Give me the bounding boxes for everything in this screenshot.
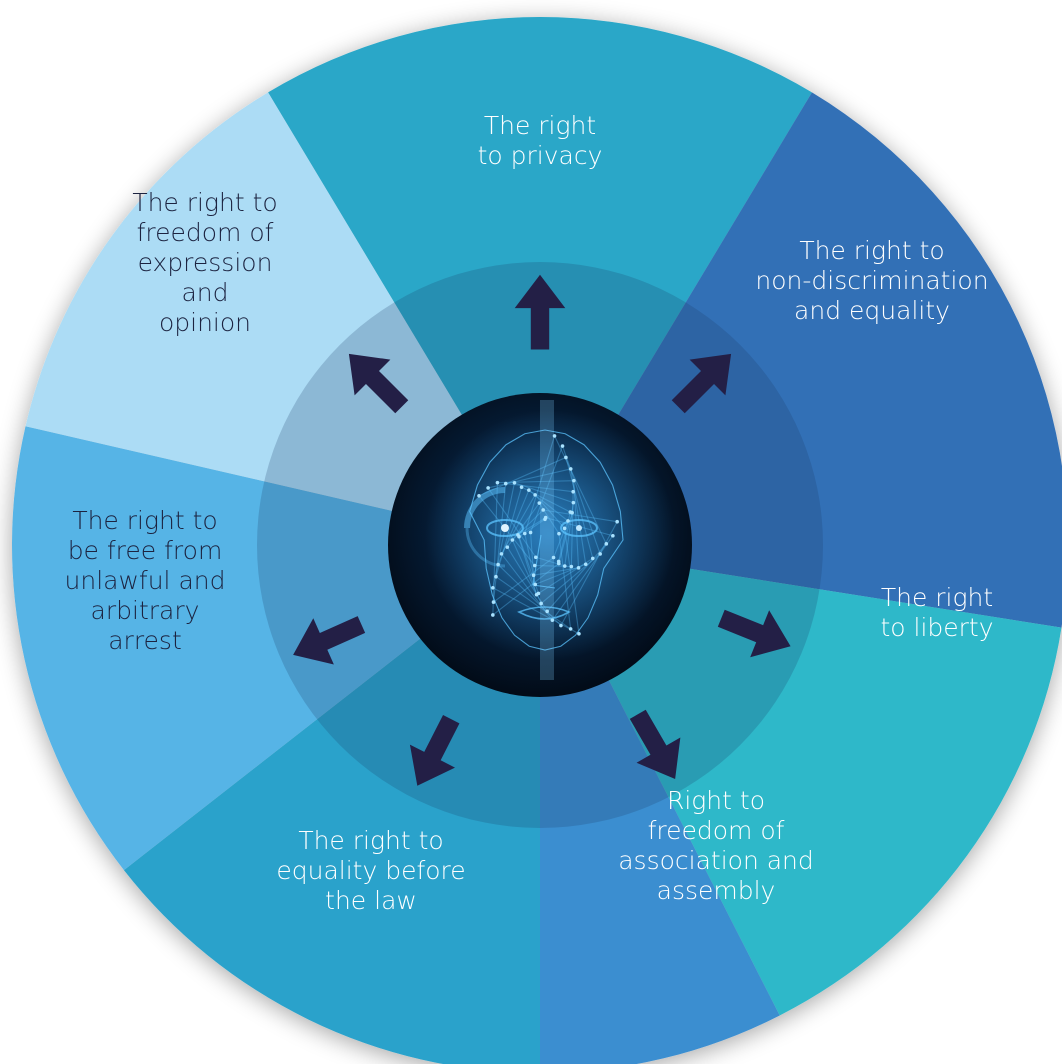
segment-label-line: equality before [276, 856, 465, 885]
arrow-equality-law [409, 715, 460, 786]
segment-label-line: to liberty [880, 613, 993, 642]
segment-label-line: be free from [68, 536, 223, 565]
arrow-association [629, 709, 681, 780]
segment-label-line: non-discrimination [755, 266, 988, 295]
segment-label-line: The right to [799, 236, 944, 265]
segment-label-line: The right [484, 111, 596, 140]
segment-label-line: assembly [657, 876, 776, 905]
segment-label-line: association and [618, 846, 814, 875]
arrow-privacy [514, 274, 566, 350]
segment-label-line: expression [138, 248, 273, 277]
segment-label-line: Right to [667, 786, 765, 815]
segment-label-line: freedom of [648, 816, 785, 845]
segment-label-line: to privacy [478, 141, 603, 170]
arrow-expression [348, 353, 409, 414]
segment-label-line: arrest [108, 626, 182, 655]
segment-label-line: the law [325, 886, 417, 915]
segment-expression [25, 92, 541, 546]
ai-face-icon [388, 393, 692, 697]
segment-equality-law [123, 545, 540, 1064]
segment-label-line: The right to [72, 506, 217, 535]
segment-label-line: freedom of [137, 218, 274, 247]
segment-label-line: arbitrary [91, 596, 200, 625]
segment-label-line: unlawful and [65, 566, 226, 595]
segment-liberty [540, 545, 1062, 1016]
segment-label-line: and [181, 278, 228, 307]
arrow-non-discrimination [671, 353, 732, 414]
segment-label-line: The right to [298, 826, 443, 855]
segment-label-line: opinion [159, 308, 251, 337]
segment-label-line: and equality [794, 296, 950, 325]
arrow-liberty [717, 609, 791, 658]
wheel-segments [12, 17, 1062, 1064]
arrows [293, 274, 791, 786]
segment-label-line: The right to [132, 188, 277, 217]
segment-label-line: The right [881, 583, 993, 612]
arrow-arrest [293, 616, 366, 665]
